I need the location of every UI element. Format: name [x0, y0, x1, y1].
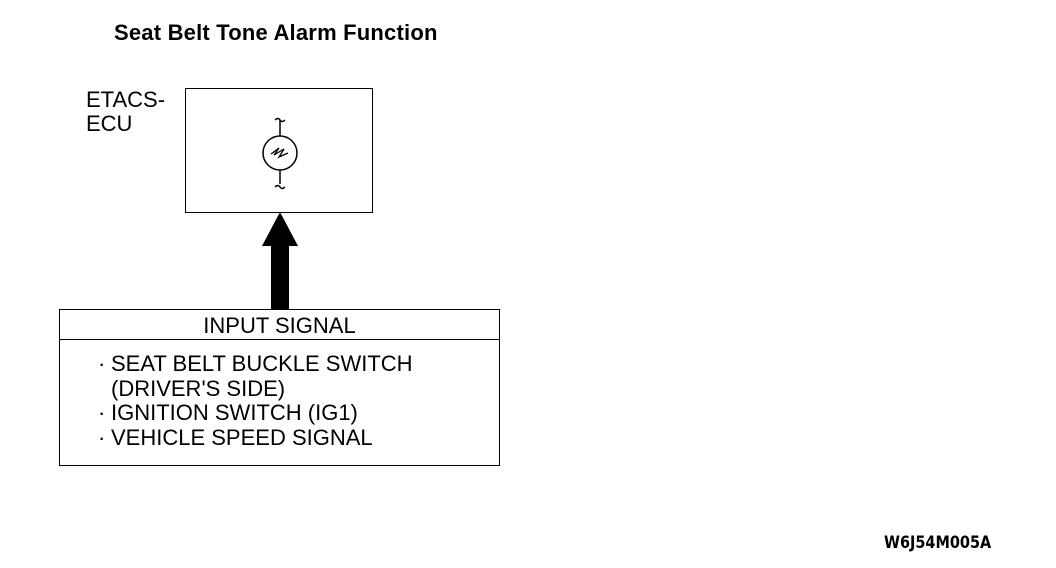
input-item-text: IGNITION SWITCH (IG1)	[111, 400, 358, 425]
buzzer-icon	[262, 117, 298, 190]
input-item-text-cont: (DRIVER'S SIDE)	[111, 375, 286, 401]
input-item-vehicle-speed: · VEHICLE SPEED SIGNAL	[96, 424, 413, 451]
input-item-seat-belt: · SEAT BELT BUCKLE SWITCH (DRIVER'S SIDE…	[96, 351, 413, 401]
ecu-label: ETACS- ECU	[86, 88, 165, 136]
figure-code: W6J54M005A	[884, 533, 992, 553]
ecu-label-line2: ECU	[86, 111, 133, 136]
ecu-box	[185, 88, 373, 213]
diagram-title: Seat Belt Tone Alarm Function	[114, 20, 438, 45]
input-item-text: VEHICLE SPEED SIGNAL	[111, 424, 373, 450]
input-signal-header: INPUT SIGNAL	[60, 310, 499, 340]
input-signal-list: · SEAT BELT BUCKLE SWITCH (DRIVER'S SIDE…	[96, 351, 413, 451]
bullet: ·	[98, 400, 106, 425]
ecu-label-line1: ETACS-	[86, 87, 166, 112]
bullet: ·	[98, 351, 106, 376]
signal-arrow	[262, 212, 298, 310]
bullet: ·	[98, 424, 106, 450]
input-item-text: SEAT BELT BUCKLE SWITCH	[111, 351, 413, 376]
input-signal-box: INPUT SIGNAL · SEAT BELT BUCKLE SWITCH (…	[59, 309, 500, 466]
input-item-ignition: · IGNITION SWITCH (IG1)	[96, 400, 413, 426]
